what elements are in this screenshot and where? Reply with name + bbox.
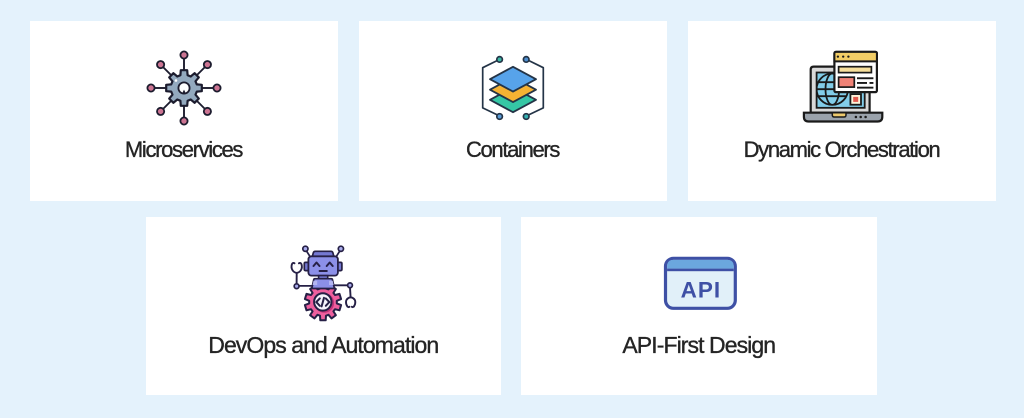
svg-text:API: API (680, 278, 720, 303)
